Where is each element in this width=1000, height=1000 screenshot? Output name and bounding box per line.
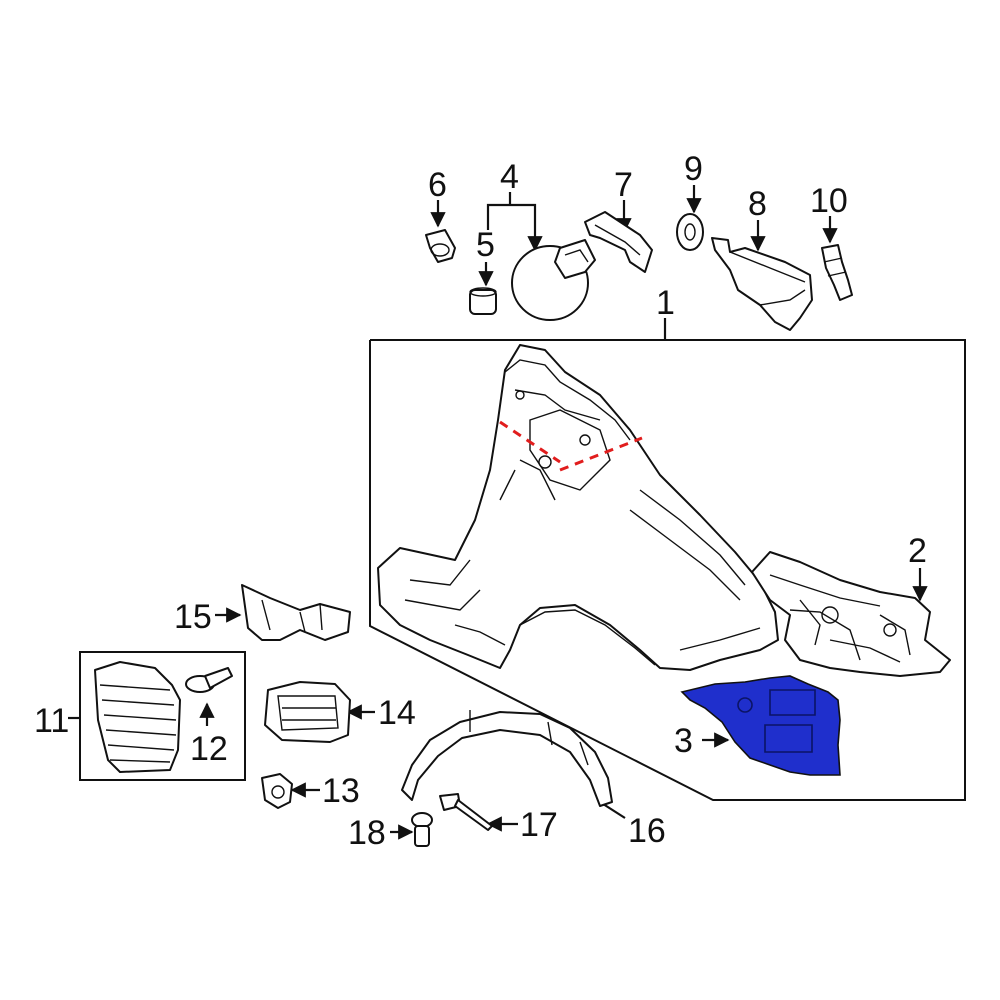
cut-line-upper (499, 420, 561, 464)
part-3-highlight (680, 675, 841, 776)
quarter-panel-part-1[interactable] (377, 344, 779, 671)
callout-11: 11 (34, 702, 69, 740)
callout-10: 10 (810, 182, 848, 220)
callout-2: 2 (908, 532, 927, 570)
bumper-part-5[interactable] (469, 287, 497, 315)
bracket-4 (486, 203, 537, 228)
callout-17: 17 (520, 806, 558, 844)
callout-14: 14 (378, 694, 416, 732)
clip-part-13[interactable] (261, 773, 293, 809)
bolt-part-17[interactable] (439, 793, 493, 831)
fuel-door-part-4[interactable] (511, 239, 596, 321)
actuator-part-8[interactable] (711, 237, 813, 331)
vent-panel-part-11[interactable] (94, 661, 181, 773)
callout-8: 8 (748, 185, 767, 223)
callout-15: 15 (174, 598, 212, 636)
quarter-panel-frame (369, 339, 966, 801)
callout-6: 6 (428, 166, 447, 204)
callout-5: 5 (476, 226, 495, 264)
wheel-liner-part-16[interactable] (401, 710, 613, 807)
hinge-part-7[interactable] (584, 211, 653, 273)
pushpin-part-18[interactable] (411, 812, 433, 847)
callout-3: 3 (674, 722, 693, 760)
bracket-part-15[interactable] (241, 584, 351, 641)
callout-12: 12 (190, 730, 228, 768)
callout-1: 1 (656, 284, 675, 322)
grommet-part-6[interactable] (425, 229, 456, 263)
vent-part-14[interactable] (264, 681, 351, 743)
callout-7: 7 (614, 166, 633, 204)
callout-4: 4 (500, 158, 519, 196)
callout-9: 9 (684, 150, 703, 188)
part-11-box (79, 651, 246, 781)
seal-part-9[interactable] (676, 213, 704, 251)
rear-panel-part-2[interactable] (751, 551, 951, 677)
callout-13: 13 (322, 772, 360, 810)
wheelhouse-extension-part-3[interactable] (680, 675, 841, 776)
callout-16: 16 (628, 812, 666, 850)
callout-18: 18 (348, 814, 386, 852)
clip-part-10[interactable] (821, 244, 853, 301)
screw-part-12[interactable] (185, 667, 233, 693)
